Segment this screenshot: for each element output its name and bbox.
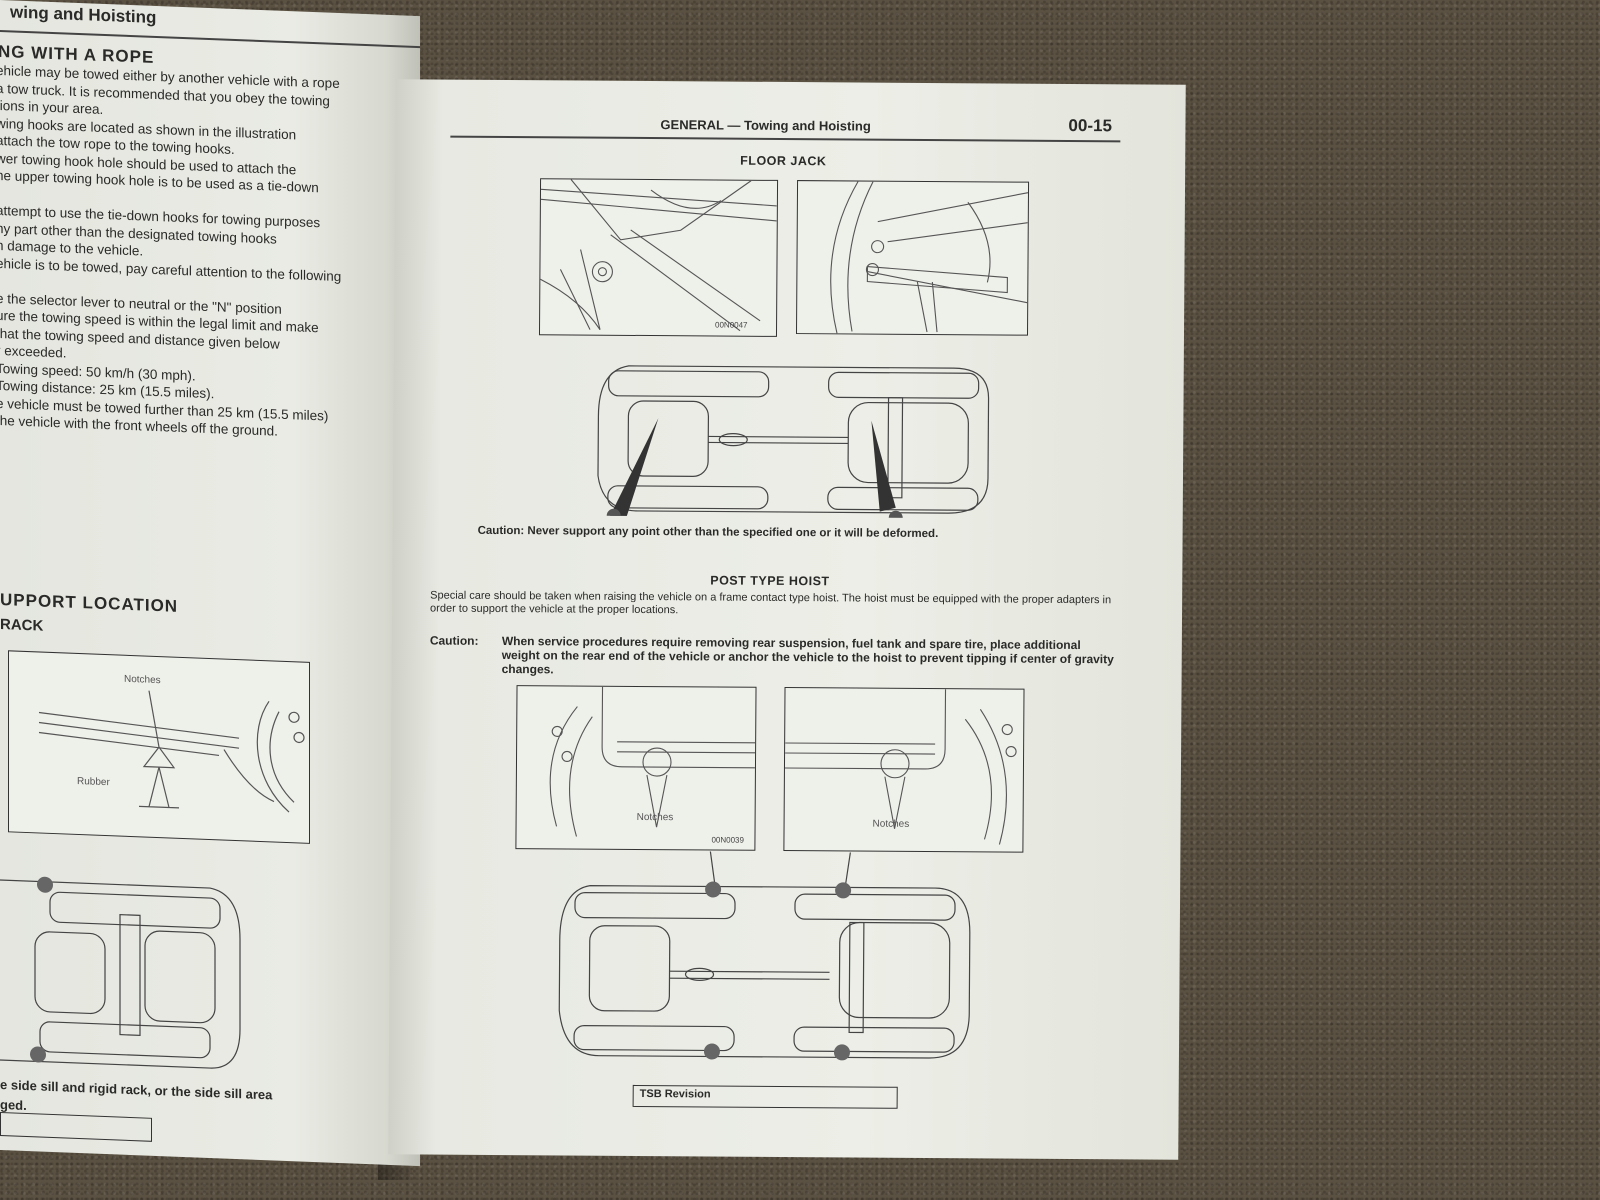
page-header-title: GENERAL — Towing and Hoisting: [660, 117, 871, 134]
floor-jack-front-illustration: [540, 179, 777, 332]
post-hoist-detail-front: Notches 00N0039: [515, 685, 757, 851]
rack-subtitle: RACK: [0, 616, 44, 635]
right-page: GENERAL — Towing and Hoisting 00-15 FLOO…: [388, 79, 1186, 1160]
caution-text: When service procedures require removing…: [501, 634, 1114, 677]
post-hoist-paragraph: Special care should be taken when raisin…: [430, 589, 1112, 617]
towing-rope-text: ehicle may be towed either by another ve…: [0, 62, 416, 446]
caution-label: Caution:: [429, 633, 479, 648]
notches-label: Notches: [636, 811, 674, 824]
floor-jack-rear-illustration: [830, 181, 1029, 334]
post-hoist-detail-rear: Notches: [783, 686, 1025, 853]
front-jack-point-arrow: [607, 418, 659, 519]
floor-jack-title: FLOOR JACK: [740, 153, 827, 169]
floor-jack-caution: Caution: Never support any point other t…: [477, 524, 939, 541]
post-hoist-rear-illustration: [784, 689, 1017, 845]
left-vehicle-underside: [0, 876, 241, 1069]
rigid-rack-illustration: [38, 690, 305, 813]
support-point-marker: [37, 876, 53, 893]
hoist-point-marker: [705, 881, 722, 898]
floor-jack-detail-front: 00N0047: [538, 178, 779, 337]
figure-code: 00N0039: [711, 835, 744, 845]
front-jack-point-marker: [606, 508, 621, 519]
rigid-rack-figure: Notches Rubber: [8, 650, 310, 844]
floor-jack-vehicle-underside: [597, 365, 990, 519]
hoist-point-marker: [835, 882, 852, 899]
left-page: wing and Hoisting NG WITH A ROPE ehicle …: [0, 0, 420, 1167]
support-location-title: UPPORT LOCATION: [0, 590, 179, 616]
support-point-marker: [30, 1046, 46, 1063]
rear-jack-point-arrow: [871, 420, 896, 512]
hoist-point-marker: [703, 1043, 720, 1060]
post-hoist-title: POST TYPE HOIST: [710, 573, 830, 589]
left-page-header: wing and Hoisting: [10, 2, 157, 28]
left-footer-box: [0, 1112, 152, 1142]
notches-label: Notches: [872, 818, 910, 830]
post-hoist-front-illustration: [549, 686, 756, 837]
hoist-point-marker: [833, 1044, 850, 1061]
tsb-revision-label: TSB Revision: [639, 1087, 711, 1101]
post-hoist-vehicle-underside: [558, 851, 971, 1061]
rear-jack-point-marker: [888, 510, 903, 519]
page-number: 00-15: [1068, 115, 1113, 136]
tsb-revision-box: TSB Revision: [632, 1084, 898, 1109]
floor-jack-detail-rear: [795, 180, 1030, 336]
header-rule: [450, 135, 1121, 142]
